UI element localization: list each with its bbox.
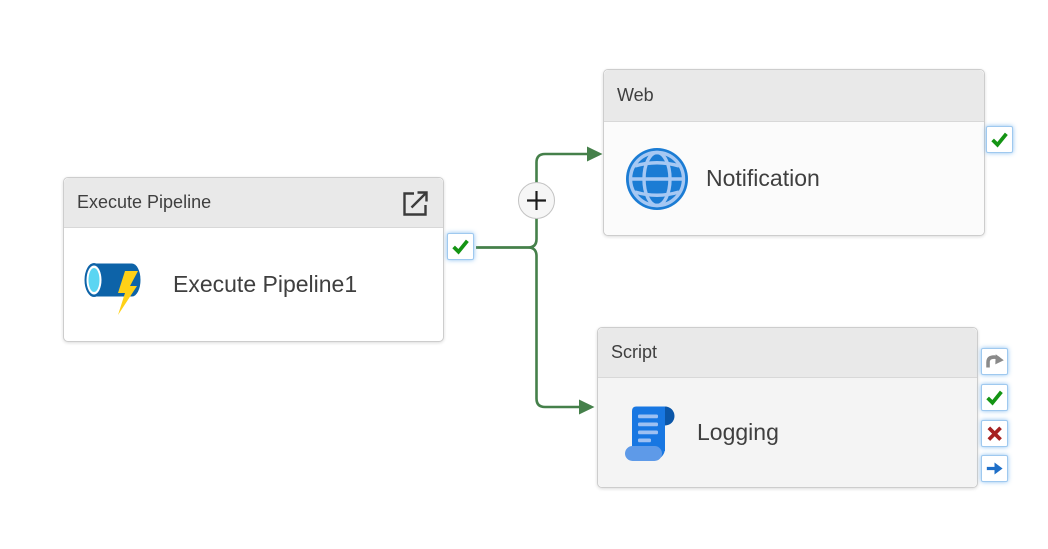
add-activity-button[interactable] (518, 182, 555, 219)
node-body: Execute Pipeline1 (64, 228, 443, 341)
node-header: Web (604, 70, 984, 122)
node-type-label: Web (617, 85, 654, 105)
skipped-port-script[interactable] (981, 348, 1008, 375)
success-port-execute-pipeline[interactable] (447, 233, 474, 260)
check-icon (986, 390, 1003, 406)
execute-pipeline-icon (81, 253, 149, 317)
open-pipeline-icon[interactable] (398, 186, 432, 220)
node-header: Execute Pipeline (64, 178, 443, 228)
activity-name: Logging (697, 419, 779, 445)
activity-node-execute-pipeline[interactable]: Execute Pipeline Exec (63, 177, 444, 342)
activity-node-web[interactable]: Web Notification (603, 69, 985, 236)
skip-arrow-icon (986, 354, 1004, 368)
x-icon (987, 426, 1002, 441)
node-header: Script (598, 328, 977, 378)
check-icon (991, 132, 1008, 148)
activity-node-script[interactable]: Script Logging (597, 327, 978, 488)
activity-name: Execute Pipeline1 (173, 271, 358, 297)
failure-port-script[interactable] (981, 420, 1008, 447)
arrowhead-script-icon (579, 399, 595, 415)
script-scroll-icon (618, 401, 682, 465)
node-type-label: Execute Pipeline (77, 192, 212, 212)
connector-line-script (476, 246, 580, 409)
success-port-web[interactable] (986, 126, 1013, 153)
connector-success-to-script[interactable] (476, 246, 595, 415)
check-icon (452, 239, 469, 255)
completion-port-script[interactable] (981, 455, 1008, 482)
node-body: Logging (598, 378, 977, 487)
activity-name: Notification (706, 165, 820, 191)
right-arrow-icon (986, 462, 1003, 475)
arrowhead-web-icon (587, 146, 603, 162)
success-port-script[interactable] (981, 384, 1008, 411)
web-globe-icon (624, 146, 690, 212)
node-type-label: Script (611, 342, 658, 362)
plus-icon (527, 191, 546, 210)
node-body: Notification (604, 122, 984, 235)
